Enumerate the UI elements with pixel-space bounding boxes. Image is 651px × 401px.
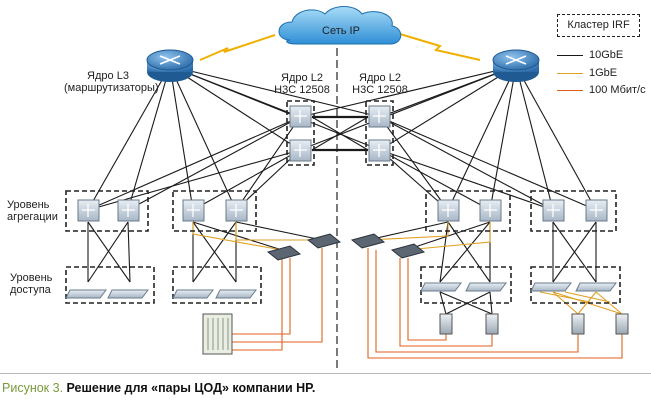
switch-arrow-marks (82, 110, 603, 217)
core-l2-right-label: Ядро L2 H3C 12508 (346, 72, 414, 96)
core-l3-label: Ядро L3 (маршрутизаторы) (64, 70, 159, 94)
legend-label-1gbe: 1GbE (589, 67, 618, 79)
figure-caption: Рисунок 3. Решение для «пары ЦОД» компан… (2, 381, 315, 395)
links-100m (232, 248, 623, 359)
legend-item-10gbe: 10GbE (557, 49, 651, 61)
legend-label-100mbit: 100 Мбит/с (589, 84, 646, 96)
access-label-line1: Уровень (10, 272, 53, 284)
core-l3-label-line2: (маршрутизаторы) (64, 82, 159, 94)
wan-links (199, 33, 481, 61)
legend-irf-cluster: Кластер IRF (557, 14, 640, 37)
core-l2-right-line2: H3C 12508 (352, 84, 408, 96)
blade-switches (266, 233, 426, 261)
blade-server-rack-icon (202, 313, 233, 355)
irf-cluster-boxes (65, 100, 621, 304)
aggregation-label-line1: Уровень (7, 199, 50, 211)
core-l2-right-line1: Ядро L2 (359, 72, 401, 84)
caption-text: Решение для «пары ЦОД» компании HP. (66, 381, 316, 395)
legend-swatch-100mbit (557, 90, 583, 91)
links-10g (87, 65, 597, 315)
access-label-line2: доступа (10, 284, 51, 296)
legend-swatch-1gbe (557, 73, 583, 74)
core-l2-left-label: Ядро L2 H3C 12508 (268, 72, 336, 96)
caption-separator (0, 373, 651, 374)
aggregation-label-line2: агрегации (7, 211, 58, 223)
core-l2-left-line1: Ядро L2 (281, 72, 323, 84)
legend-swatch-10gbe (557, 55, 583, 56)
router-right-icon (492, 49, 540, 82)
legend-item-1gbe: 1GbE (557, 67, 651, 79)
aggregation-switches (77, 199, 608, 222)
caption-prefix: Рисунок 3. (2, 381, 64, 395)
tower-servers (439, 313, 629, 335)
core-l3-label-line1: Ядро L3 (87, 70, 129, 82)
legend-item-100mbit: 100 Мбит/с (557, 84, 651, 96)
ip-network-cloud (278, 6, 402, 45)
aggregation-level-label: Уровень агрегации (7, 199, 58, 223)
core-l2-left-line2: H3C 12508 (274, 84, 330, 96)
access-switches (65, 282, 617, 299)
cloud-label: Сеть IP (322, 25, 360, 37)
access-level-label: Уровень доступа (10, 272, 52, 296)
legend-label-10gbe: 10GbE (589, 49, 624, 61)
router-left-icon (146, 49, 194, 82)
